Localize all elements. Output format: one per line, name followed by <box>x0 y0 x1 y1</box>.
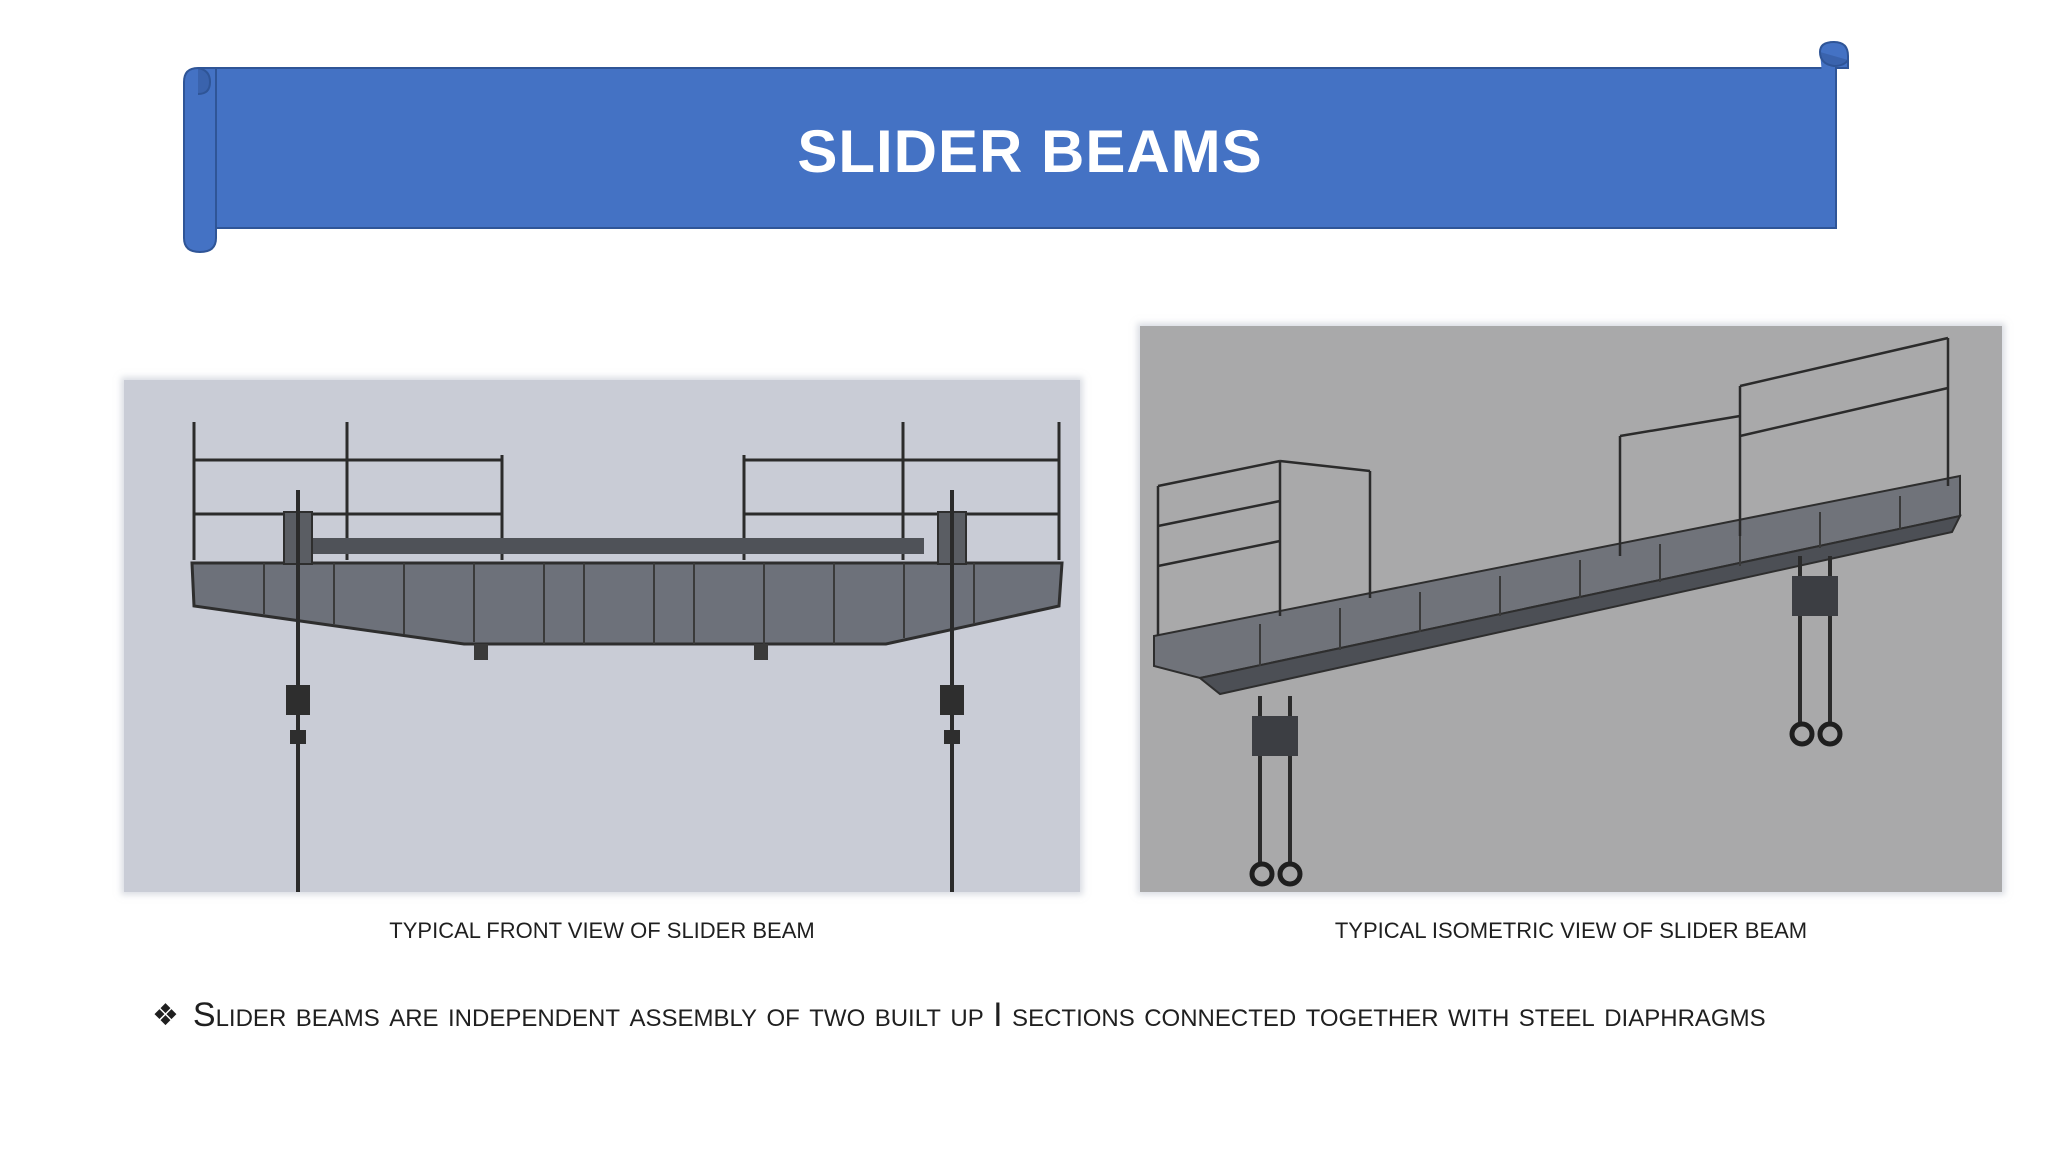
front-view-caption: TYPICAL FRONT VIEW OF SLIDER BEAM <box>389 918 815 943</box>
bullet-point: ❖ Slider beams are independent assembly … <box>152 990 2012 1040</box>
isometric-view-drawing <box>1140 326 2002 892</box>
bullet-text: Slider beams are independent assembly of… <box>192 995 1766 1034</box>
isometric-view-caption: TYPICAL ISOMETRIC VIEW OF SLIDER BEAM <box>1334 918 1808 943</box>
front-view-illustration <box>190 422 1064 892</box>
front-view-drawing <box>124 380 1080 892</box>
slide-title: SLIDER BEAMS <box>797 117 1263 185</box>
four-diamond-bullet-icon: ❖ <box>152 998 179 1032</box>
title-banner <box>183 40 1849 254</box>
isometric-view-illustration <box>1153 336 1962 887</box>
